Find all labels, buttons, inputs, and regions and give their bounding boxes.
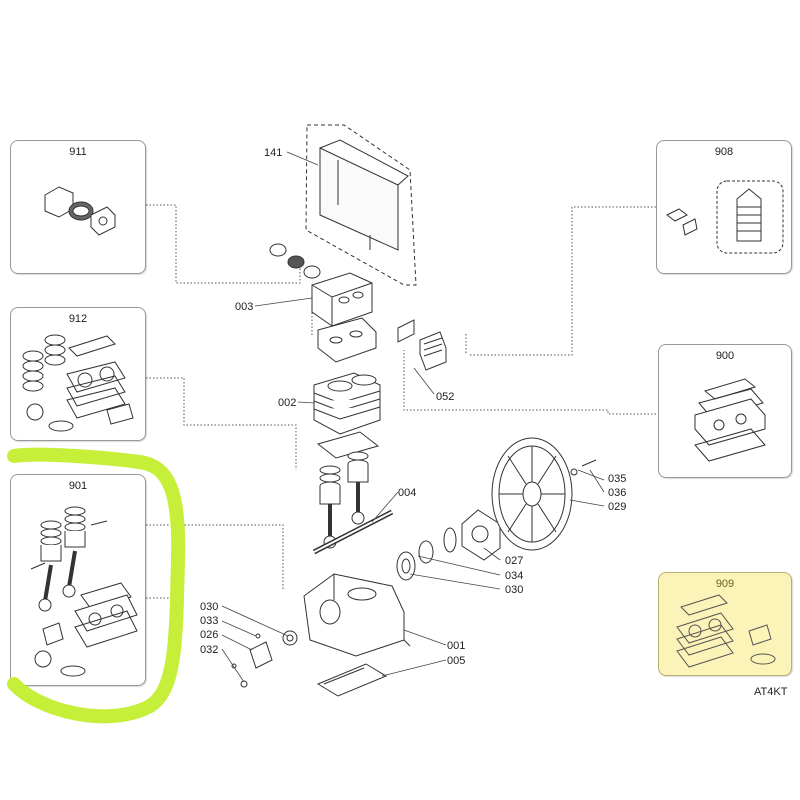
kit-title-912: 912 bbox=[68, 313, 88, 325]
kit-box-911[interactable]: 911 bbox=[10, 140, 146, 274]
callout-141: 141 bbox=[264, 147, 282, 159]
kit-box-909[interactable]: 909 bbox=[658, 572, 792, 676]
gasket-kit-icon bbox=[676, 594, 776, 668]
ring-gasket-kit-icon bbox=[22, 334, 134, 432]
callout-029: 029 bbox=[608, 501, 626, 513]
callout-030-side: 030 bbox=[200, 601, 218, 613]
callout-052: 052 bbox=[436, 391, 454, 403]
callout-004: 004 bbox=[398, 487, 416, 499]
callout-026: 026 bbox=[200, 629, 218, 641]
callout-001: 001 bbox=[447, 640, 465, 652]
kit-box-901[interactable]: 901 bbox=[10, 474, 146, 686]
model-code-label: AT4KT bbox=[754, 686, 788, 698]
air-filter-kit-icon bbox=[44, 186, 116, 236]
piston-rod-kit-icon bbox=[30, 506, 138, 677]
callout-027: 027 bbox=[505, 555, 523, 567]
kit-title-909: 909 bbox=[715, 578, 735, 590]
valve-plate-kit-icon bbox=[694, 378, 766, 462]
valve-kit-icon bbox=[666, 180, 784, 254]
callout-005: 005 bbox=[447, 655, 465, 667]
kit-box-912[interactable]: 912 bbox=[10, 307, 146, 441]
kit-box-900[interactable]: 900 bbox=[658, 344, 792, 478]
kit-title-908: 908 bbox=[714, 146, 734, 158]
callout-002: 002 bbox=[278, 397, 296, 409]
callout-032: 032 bbox=[200, 644, 218, 656]
callout-030-bearing: 030 bbox=[505, 584, 523, 596]
kit-title-911: 911 bbox=[69, 146, 87, 158]
callout-033: 033 bbox=[200, 615, 218, 627]
callout-035: 035 bbox=[608, 473, 626, 485]
callout-034: 034 bbox=[505, 570, 523, 582]
kit-title-900: 900 bbox=[715, 350, 735, 362]
callout-003: 003 bbox=[235, 301, 253, 313]
kit-box-908[interactable]: 908 bbox=[656, 140, 792, 274]
callout-036: 036 bbox=[608, 487, 626, 499]
